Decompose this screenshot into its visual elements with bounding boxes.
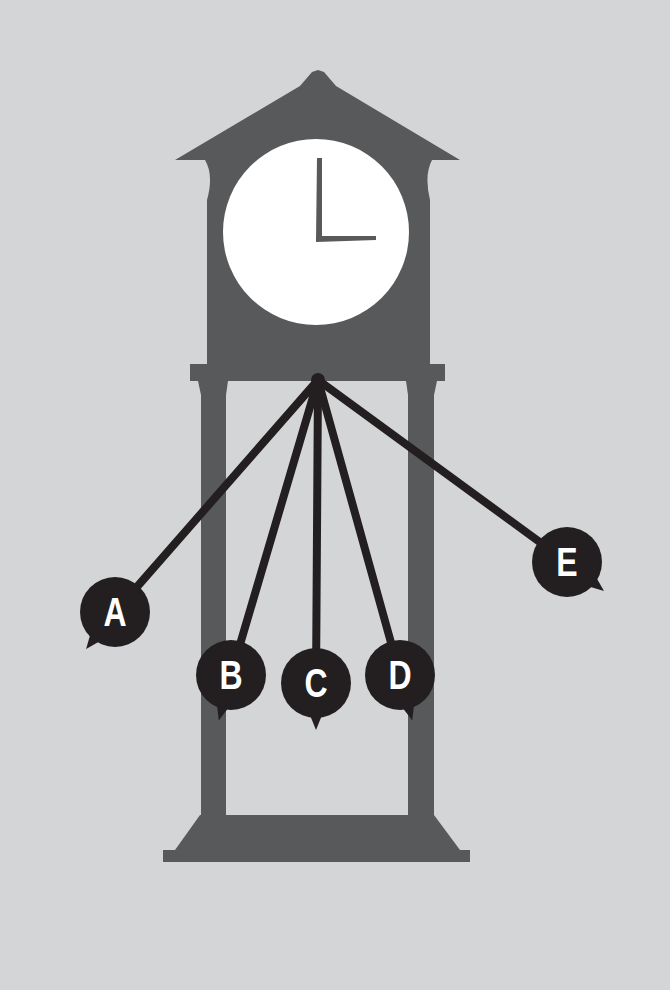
clock-plinth: [163, 850, 470, 862]
clock-face: [223, 139, 409, 325]
pendulum-rod: [318, 380, 400, 675]
pendulum-bob: E: [519, 514, 615, 610]
pendulum-bob: C: [268, 635, 364, 731]
hour-hand: [316, 236, 376, 242]
minute-hand: [316, 158, 322, 241]
pendulum-rod: [231, 380, 318, 675]
pendulum-rod: [318, 380, 567, 562]
position-letter: B: [193, 627, 270, 723]
position-letter: C: [278, 635, 355, 731]
position-letter: A: [77, 564, 154, 660]
pendulum-bob: A: [67, 564, 163, 660]
position-letter: E: [529, 514, 606, 610]
pendulum-rod: [316, 380, 318, 683]
pendulum-bob: D: [352, 627, 448, 723]
pendulum-rods: [115, 380, 567, 683]
pendulum-bob: B: [183, 627, 279, 723]
clock-base: [175, 815, 460, 850]
position-letter: D: [362, 627, 439, 723]
pendulum-pivot: [311, 373, 325, 387]
clock-column: [198, 381, 228, 815]
